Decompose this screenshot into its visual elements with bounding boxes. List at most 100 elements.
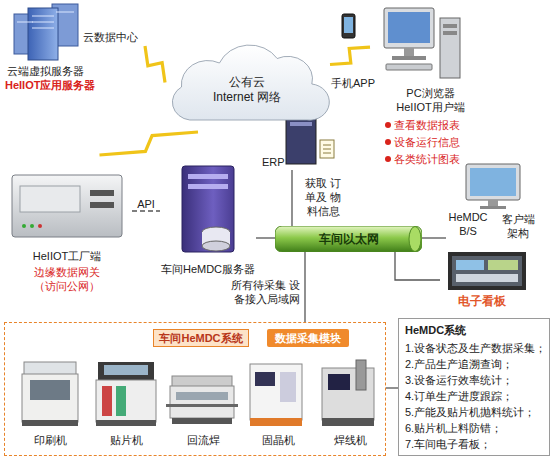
node-text: 5.产能及贴片机抛料统计；: [405, 405, 551, 419]
node-text: 电子看板: [458, 294, 518, 309]
internet-cloud: 公有云 Internet 网络: [165, 42, 330, 132]
machine-node: 回流焊: [170, 355, 236, 451]
reflow-oven-icon: [170, 386, 234, 418]
cloud-server-icon: [17, 22, 33, 23]
printer-machine-icon: [22, 362, 78, 426]
gateway-device-icon: [30, 224, 34, 228]
hemdc-server-node: 车间HeMDC服务器: [160, 162, 256, 280]
bullet-dot: [385, 139, 391, 145]
e-board-photo: [452, 256, 522, 286]
edge-label: 所有待采集 设备接入局域网: [220, 278, 300, 306]
gateway-device-icon: [12, 175, 122, 237]
die-bonder-icon: [280, 372, 296, 402]
cloud-server-node: 云数据中心云端虚拟服务器HeIIOT应用服务器: [5, 2, 145, 100]
wire-bonder-icon: [322, 418, 374, 426]
node-text: 车间以太网: [275, 226, 422, 252]
network-link: [256, 237, 275, 238]
e-board-photo: [448, 252, 526, 290]
network-link: [132, 210, 160, 211]
wireless-link: [330, 47, 370, 64]
cloud-server-icon: [56, 12, 74, 13]
die-bonder-icon: [250, 364, 302, 426]
node-text: 7.车间电子看板；: [405, 437, 551, 451]
bs-client-monitor-icon: [466, 164, 520, 209]
network-link: [304, 252, 305, 322]
ethernet-pipe: 车间以太网: [275, 226, 422, 252]
die-bonder-icon: [250, 418, 302, 426]
node-text: 数据采集模块: [267, 329, 349, 347]
node-text: ERP: [262, 155, 290, 169]
node-text: 焊线机: [317, 433, 383, 447]
printer-machine-icon: [22, 374, 78, 422]
mobile-app-node: 手机APP: [331, 76, 371, 92]
pick-place-machine-icon: [96, 380, 156, 422]
bullet-dot: [385, 156, 391, 162]
cloud-server-icon: [28, 8, 58, 60]
printer-machine-icon: [22, 420, 78, 426]
network-link: [395, 252, 440, 280]
pick-place-machine-icon: [96, 420, 156, 426]
cloud-server-icon: [14, 4, 78, 60]
network-link: [422, 237, 446, 238]
phone-icon: [344, 17, 353, 33]
erp-server-node: ERP: [262, 105, 322, 170]
e-board-node: 电子看板: [440, 250, 535, 312]
node-text: 回流焊: [170, 433, 236, 447]
pc-icon: [440, 18, 460, 78]
die-bonder-icon: [250, 364, 302, 420]
node-text: 车间HeMDC服务器: [160, 262, 256, 276]
reflow-oven-icon: [166, 404, 238, 407]
gateway-device-icon: [38, 224, 42, 228]
pick-place-machine-icon: [96, 362, 156, 426]
node-text: 云数据中心: [83, 30, 145, 44]
die-bonder-icon: [255, 372, 275, 386]
erp-server-icon: [320, 140, 334, 158]
pipe-end: [409, 227, 421, 252]
node-text: HeIIOT工厂端: [7, 249, 127, 263]
e-board-photo: [448, 252, 526, 290]
node-text: 车间HeMDC系统: [153, 329, 249, 347]
edge-gateway-node: HeIIOT工厂端边缘数据网关 （访问公网）: [2, 155, 132, 297]
wire-bonder-icon: [328, 374, 350, 390]
reflow-oven-icon: [176, 392, 228, 400]
pc-client-node: PC浏览器 HeIIOT用户端查看数据报表设备运行信息各类统计图表: [370, 0, 550, 168]
node-text: 公有云 Internet 网络: [211, 75, 283, 105]
node-text: 查看数据报表: [384, 118, 534, 132]
pc-icon: [384, 8, 460, 78]
node-text: 客户端 架构: [500, 212, 536, 240]
pc-icon: [386, 64, 432, 70]
hemdc-server-icon: [188, 184, 228, 189]
node-text: 3.设备运行效率统计；: [405, 373, 551, 387]
node-text: 云端虚拟服务器: [7, 64, 132, 78]
node-text: 固晶机: [245, 433, 311, 447]
phone-icon: [342, 14, 355, 38]
hemdc-server-icon: [202, 241, 230, 251]
hemdc-server-icon: [182, 166, 234, 252]
bs-client-monitor-icon: [488, 200, 498, 206]
node-text: 手机APP: [331, 76, 375, 90]
function-list-box: HeMDC系统1.设备状态及生产数据采集；2.产品生产追溯查询；3.设备运行效率…: [398, 318, 550, 456]
e-board-photo: [456, 274, 518, 282]
wireless-link: [145, 46, 165, 82]
erp-server-icon: [323, 153, 331, 154]
node-text: PC浏览器 HeIIOT用户端: [388, 86, 473, 114]
printer-machine-icon: [30, 380, 70, 400]
node-text: HeMDC系统: [405, 323, 545, 337]
network-link: [386, 387, 398, 388]
pick-place-machine-icon: [98, 362, 154, 380]
node-text: 边缘数据网关 （访问公网）: [22, 265, 112, 293]
e-board-photo: [488, 260, 518, 270]
node-text: 1.设备状态及生产数据采集；: [405, 341, 551, 355]
machine-node: 印刷机: [17, 355, 83, 451]
node-text: 4.订单生产进度跟踪；: [405, 389, 551, 403]
gateway-device-icon: [20, 186, 80, 212]
erp-server-icon: [290, 122, 312, 126]
pc-icon: [404, 48, 414, 56]
pc-icon: [392, 56, 426, 60]
hemdc-server-icon: [188, 174, 228, 179]
gateway-device-icon: [90, 190, 114, 196]
phone-icon: [342, 14, 355, 38]
bs-client-monitor-icon: [480, 206, 506, 209]
